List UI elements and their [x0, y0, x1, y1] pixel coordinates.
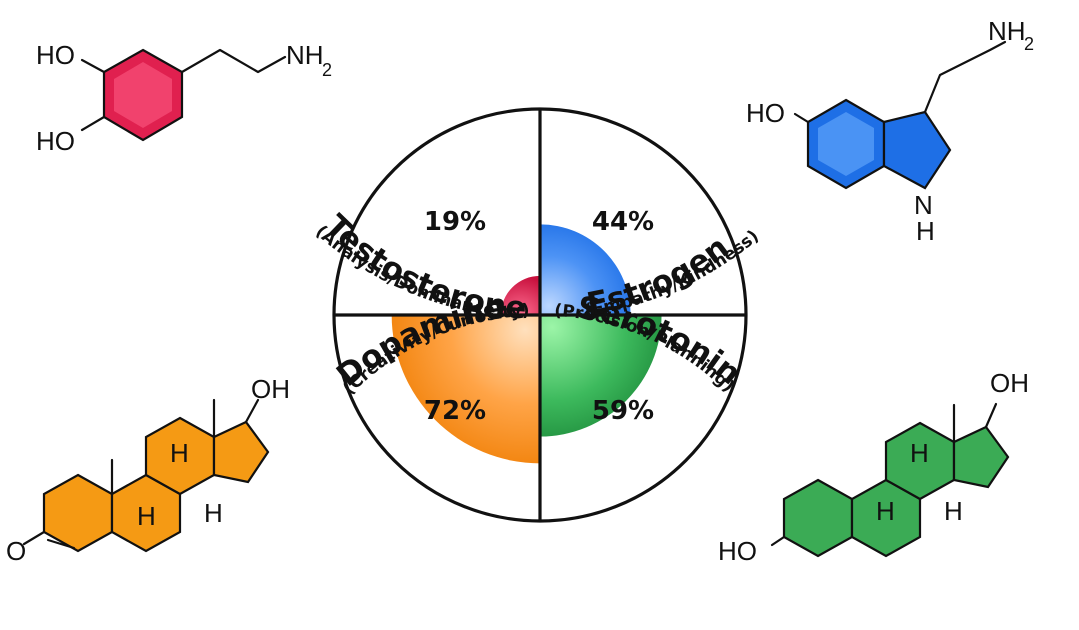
- data-label-serotonin: 44%: [592, 207, 654, 237]
- testosterone-label-oh: OH: [251, 374, 290, 404]
- estrogen-ring-a: [782, 478, 854, 558]
- estrogen-label-oh: OH: [990, 368, 1029, 398]
- serotonin-label-nh-sub: 2: [1024, 34, 1034, 54]
- data-label-testosterone: 72%: [424, 396, 486, 426]
- testosterone-ring-a: [42, 473, 114, 553]
- data-label-estrogen: 59%: [592, 396, 654, 426]
- serotonin-label-ho: HO: [746, 98, 785, 128]
- testosterone-molecule: O OH H H H: [6, 374, 290, 566]
- wedge-serotonin: [540, 224, 631, 315]
- data-label-dopamine: 19%: [424, 207, 486, 237]
- testosterone-label-o: O: [6, 536, 26, 566]
- chart-wedges: [391, 224, 662, 464]
- estrogen-label-h2: H: [876, 496, 895, 526]
- testosterone-label-h1: H: [170, 438, 189, 468]
- wedge-testosterone: [391, 315, 540, 464]
- wedge-dopamine: [500, 275, 540, 315]
- dopamine-label-ho-bottom: HO: [36, 126, 75, 156]
- estrogen-label-ho: HO: [718, 536, 757, 566]
- serotonin-label-nh: NH: [988, 16, 1026, 46]
- testosterone-label-h2: H: [137, 501, 156, 531]
- dopamine-label-nh-sub: 2: [322, 60, 332, 80]
- dopamine-molecule: HO HO NH 2: [36, 40, 332, 156]
- estrogen-molecule: OH HO H H H: [718, 368, 1029, 566]
- serotonin-molecule: NH 2 HO N H: [746, 16, 1034, 246]
- dopamine-label-nh: NH: [286, 40, 324, 70]
- serotonin-label-n: N: [914, 190, 933, 220]
- estrogen-label-h1: H: [910, 438, 929, 468]
- estrogen-ring-d: [952, 425, 1010, 489]
- dopamine-label-ho-top: HO: [36, 40, 75, 70]
- testosterone-ring-d: [212, 420, 270, 484]
- testosterone-label-h3: H: [204, 498, 223, 528]
- wedge-estrogen: [540, 315, 662, 437]
- serotonin-pyrrole-ring: [882, 110, 952, 190]
- serotonin-label-h: H: [916, 216, 935, 246]
- estrogen-label-h3: H: [944, 496, 963, 526]
